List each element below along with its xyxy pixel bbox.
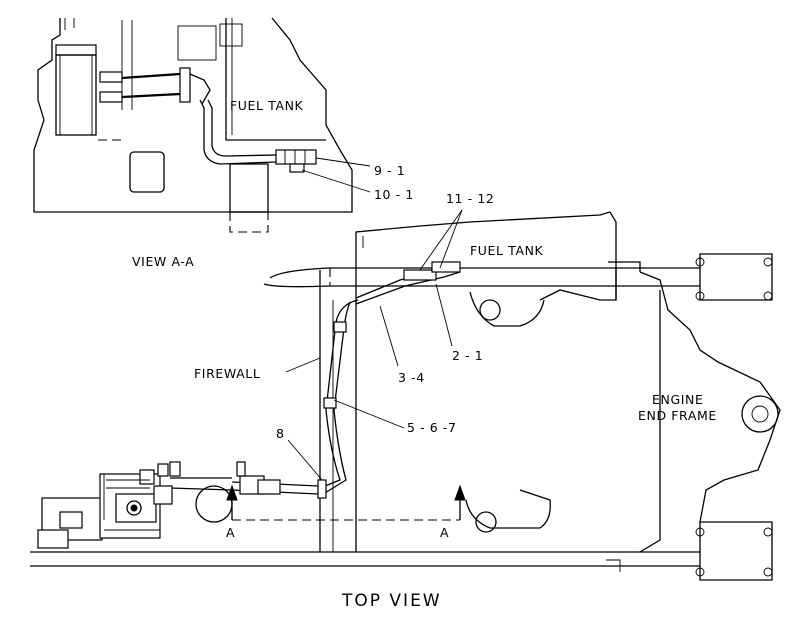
section-marker-left: A: [226, 525, 236, 540]
top-view-title: TOP VIEW: [342, 591, 442, 611]
view-aa-drawing: [33, 17, 371, 233]
top-view-fuel-tank-label: FUEL TANK: [470, 243, 544, 258]
callout-10-1: 10 - 1: [374, 187, 414, 202]
end-frame-label: END FRAME: [638, 408, 717, 423]
engine-label: ENGINE: [652, 392, 704, 407]
section-marker-right: A: [440, 525, 450, 540]
view-aa-fuel-tank-label: FUEL TANK: [230, 98, 304, 113]
callout-8: 8: [276, 426, 285, 441]
top-view-drawing: [30, 209, 781, 581]
callout-9-1: 9 - 1: [374, 163, 406, 178]
callout-11-12: 11 - 12: [446, 191, 495, 206]
callout-5-6-7: 5 - 6 -7: [407, 420, 457, 435]
callout-2-1: 2 - 1: [452, 348, 484, 363]
view-aa-title: VIEW A-A: [132, 254, 195, 269]
callout-3-4: 3 -4: [398, 370, 425, 385]
firewall-label: FIREWALL: [194, 366, 261, 381]
